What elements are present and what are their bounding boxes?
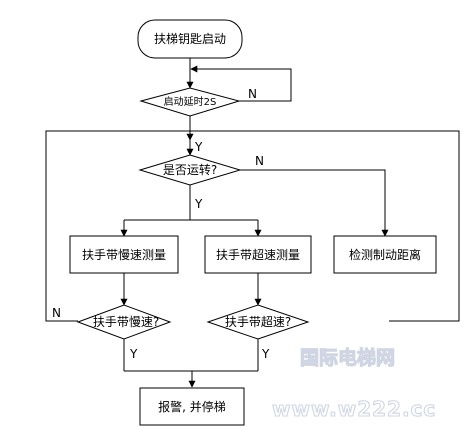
watermark: 国际电梯网 www.w222.cc (271, 345, 436, 421)
node-fast-check-label: 扶手带超速? (225, 314, 291, 329)
node-fast-measure-label: 扶手带超速测量 (216, 247, 300, 262)
node-brake-measure-label: 检测制动距离 (349, 247, 421, 262)
node-slow-measure: 扶手带慢速测量 (69, 235, 179, 274)
node-fast-check: 扶手带超速? (206, 304, 310, 340)
node-running-label: 是否运转? (163, 162, 217, 177)
node-delay: 启动延时2S (139, 87, 241, 117)
node-running: 是否运转? (138, 154, 242, 186)
node-slow-measure-label: 扶手带慢速测量 (82, 247, 166, 262)
node-fast-measure: 扶手带超速测量 (204, 235, 312, 274)
node-start-label: 扶梯钥匙启动 (154, 31, 226, 46)
watermark-site-name: 国际电梯网 (300, 346, 395, 369)
branch-labels: N Y N Y N Y Y (52, 87, 270, 361)
node-start: 扶梯钥匙启动 (137, 19, 243, 59)
node-delay-label: 启动延时2S (164, 95, 217, 108)
label-loop-yes: Y (194, 140, 203, 154)
node-slow-check-label: 扶手带慢速? (93, 314, 159, 329)
label-running-yes: Y (194, 197, 203, 211)
node-alarm: 报警, 并停梯 (139, 387, 245, 426)
label-delay-no: N (248, 87, 257, 101)
node-slow-check: 扶手带慢速? (76, 304, 172, 340)
label-fast-yes: Y (261, 347, 270, 361)
edge-slow-no-loop (45, 130, 460, 322)
edge-delay-no-loop (190, 65, 292, 102)
connectors (45, 58, 460, 388)
label-running-no: N (255, 154, 264, 168)
edge-running-no (234, 169, 389, 237)
label-slow-no: N (52, 306, 61, 320)
node-brake-measure: 检测制动距离 (333, 235, 437, 274)
label-slow-yes: Y (129, 347, 138, 361)
watermark-url: www.w222.cc (272, 397, 436, 421)
node-alarm-label: 报警, 并停梯 (158, 399, 226, 414)
edge-loop-merge (130, 131, 186, 140)
